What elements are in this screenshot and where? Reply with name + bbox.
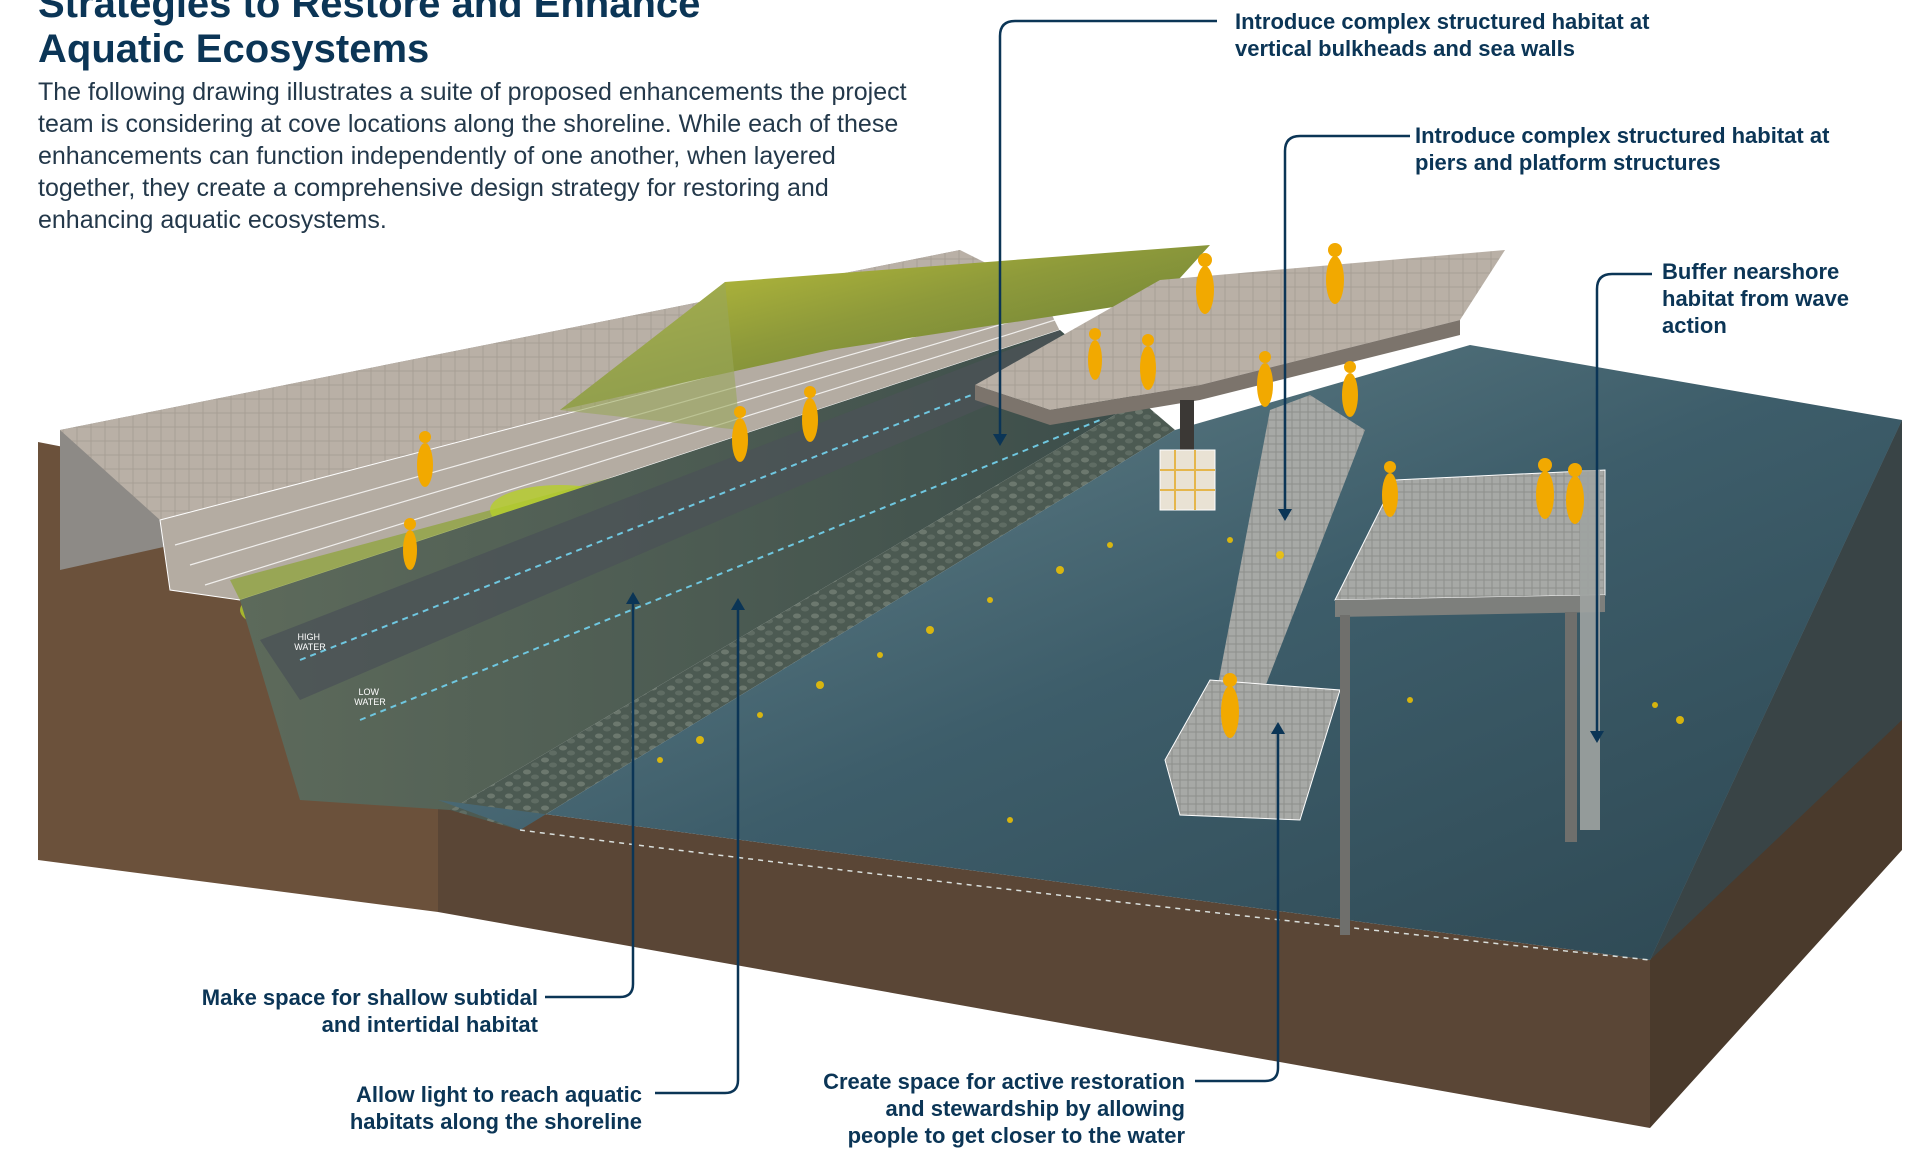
shallow-water-edge bbox=[519, 829, 1651, 961]
callout-piers-line-1: Introduce complex structured habitat at bbox=[1415, 123, 1830, 148]
callout-buffer-line-3: action bbox=[1662, 313, 1727, 338]
arrowhead bbox=[993, 434, 1007, 446]
callout-buffer: Buffer nearshore habitat from wave actio… bbox=[1662, 258, 1849, 339]
elevated-pier-edge bbox=[975, 320, 1460, 425]
callout-piers-line-2: piers and platform structures bbox=[1415, 150, 1721, 175]
leader-lines bbox=[545, 19, 1652, 1095]
title-line-1: Strategies to Restore and Enhance bbox=[38, 0, 701, 26]
grass-berm-face bbox=[560, 282, 740, 430]
callout-piers: Introduce complex structured habitat at … bbox=[1415, 122, 1829, 176]
callout-restoration: Create space for active restoration and … bbox=[760, 1068, 1185, 1149]
high-water-label: HIGH WATER bbox=[294, 632, 326, 652]
arrowhead bbox=[1278, 509, 1292, 521]
callout-restoration-line-3: people to get closer to the water bbox=[847, 1123, 1185, 1148]
callout-bulkheads-line-1: Introduce complex structured habitat at bbox=[1235, 9, 1650, 34]
low-water-label: LOW WATER bbox=[354, 687, 386, 707]
elevated-pier-deck bbox=[975, 250, 1505, 410]
leader-line-bulkheads bbox=[998, 19, 1217, 438]
callout-shallow: Make space for shallow subtidal and inte… bbox=[140, 984, 538, 1038]
callout-light: Allow light to reach aquatic habitats al… bbox=[320, 1081, 642, 1135]
leader-line-buffer bbox=[1595, 272, 1652, 735]
callout-restoration-line-2: and stewardship by allowing bbox=[885, 1096, 1186, 1121]
callout-restoration-line-1: Create space for active restoration bbox=[823, 1069, 1185, 1094]
platform-pile bbox=[1340, 615, 1350, 935]
arrowhead bbox=[731, 598, 745, 610]
wave-screen bbox=[1580, 470, 1600, 830]
terrace-step-lines bbox=[174, 299, 1056, 586]
people bbox=[403, 243, 1584, 738]
title-line-2: Aquatic Ecosystems bbox=[38, 26, 430, 71]
pile-habitat-cage bbox=[1159, 449, 1216, 511]
pier-pile bbox=[1180, 400, 1194, 460]
arrowhead bbox=[1590, 731, 1604, 743]
callout-bulkheads-line-2: vertical bulkheads and sea walls bbox=[1235, 36, 1575, 61]
leader-line-light bbox=[655, 608, 740, 1095]
callout-buffer-line-2: habitat from wave bbox=[1662, 286, 1850, 311]
low-water-line bbox=[359, 419, 1101, 721]
callout-light-line-1: Allow light to reach aquatic bbox=[355, 1082, 642, 1107]
low-water-label-line-2: WATER bbox=[354, 697, 386, 707]
callout-buffer-line-1: Buffer nearshore bbox=[1662, 259, 1840, 284]
callout-shallow-line-2: and intertidal habitat bbox=[321, 1012, 538, 1037]
high-water-line bbox=[299, 359, 1061, 661]
habitat-specks bbox=[657, 537, 1684, 823]
high-water-label-line-1: HIGH bbox=[297, 632, 320, 642]
leader-arrowheads bbox=[626, 434, 1604, 743]
floating-dock bbox=[1164, 679, 1341, 821]
rock-revetment bbox=[450, 400, 1175, 830]
page-title: Strategies to Restore and Enhance Aquati… bbox=[38, 0, 700, 72]
low-water-label-line-1: LOW bbox=[358, 687, 379, 697]
observation-platform-edge bbox=[1335, 595, 1605, 617]
sea-wall-face bbox=[260, 330, 1070, 700]
leader-line-piers bbox=[1283, 134, 1410, 513]
leader-line-restoration bbox=[1195, 732, 1280, 1083]
platform-pile bbox=[1565, 612, 1577, 842]
arrowhead bbox=[1271, 722, 1285, 734]
intertidal-channel bbox=[240, 330, 1140, 810]
callout-bulkheads: Introduce complex structured habitat at … bbox=[1235, 8, 1649, 62]
arrowhead bbox=[626, 592, 640, 604]
soil-section-front bbox=[438, 800, 1650, 1128]
intro-paragraph: The following drawing illustrates a suit… bbox=[38, 78, 907, 234]
callout-light-line-2: habitats along the shoreline bbox=[349, 1109, 642, 1134]
leader-line-shallow bbox=[545, 602, 635, 999]
callout-shallow-line-1: Make space for shallow subtidal bbox=[201, 985, 538, 1010]
ramp-walkway bbox=[1215, 395, 1365, 700]
high-water-label-line-2: WATER bbox=[294, 642, 326, 652]
